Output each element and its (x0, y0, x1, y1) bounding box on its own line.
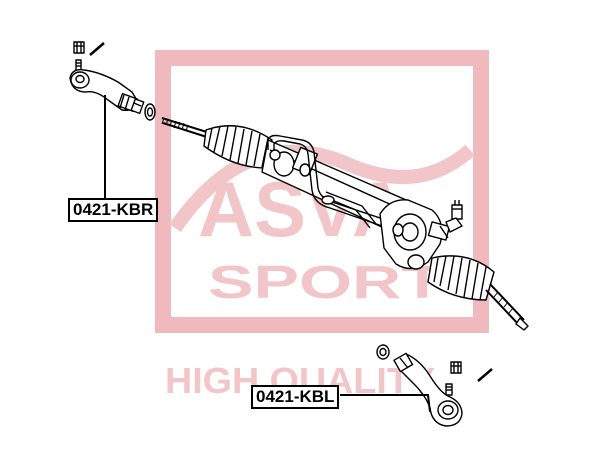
tie-rod-end-kbl (376, 344, 493, 427)
part-label-kbr: 0421-KBR (68, 198, 159, 222)
tie-rod-end-body-kbl (393, 352, 463, 427)
tie-rod-end-body-kbr (69, 68, 139, 113)
hydraulic-lines (267, 134, 393, 229)
inner-tie-rod-left (161, 117, 211, 139)
ball-stud-kbl (445, 383, 453, 396)
castle-nut-kbr (73, 41, 85, 54)
leader-line-kbl (340, 394, 431, 413)
jam-nut-kbr (144, 103, 156, 121)
castle-nut-kbl (450, 361, 462, 374)
jam-nut-kbl (376, 344, 390, 360)
watermark-swoosh (169, 144, 475, 232)
right-boot (427, 255, 495, 301)
watermark-frame (155, 50, 489, 333)
lock-nut-kbr (130, 98, 145, 115)
pinion-valve-housing (379, 199, 451, 270)
cotter-pin-kbl (477, 368, 493, 382)
cotter-pin-kbr (89, 42, 105, 56)
inner-tie-rod-right (485, 283, 529, 331)
part-label-kbl: 0421-KBL (251, 385, 340, 409)
left-boot (203, 125, 273, 169)
input-shaft (439, 200, 463, 239)
steering-rack-assembly (161, 117, 529, 331)
tie-rod-end-kbr (69, 41, 156, 121)
